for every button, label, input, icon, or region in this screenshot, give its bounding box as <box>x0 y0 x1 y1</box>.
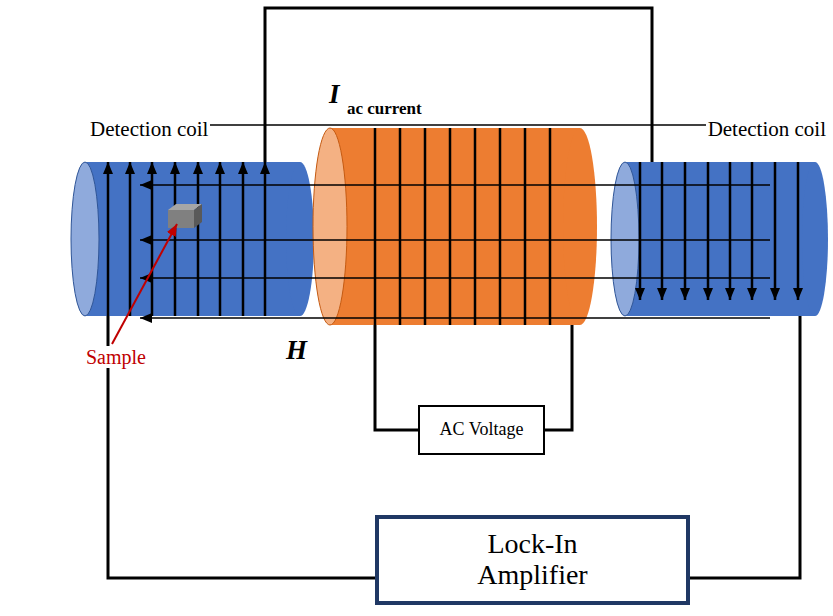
box-text: AC Voltage <box>440 420 524 440</box>
coil-label: Detection coil <box>706 118 828 141</box>
excitation-solenoid <box>313 128 597 325</box>
source-box: AC Voltage <box>418 405 545 455</box>
current-symbol: I <box>329 80 340 110</box>
sample-label: Sample <box>84 346 148 368</box>
sample-pointer <box>112 224 177 344</box>
field-lines <box>140 125 770 318</box>
coil-windings <box>108 128 798 325</box>
instrument-box: Lock-In Amplifier <box>375 515 690 605</box>
field-symbol: H <box>286 336 307 366</box>
sample-block <box>168 204 202 228</box>
coil-label: Detection coil <box>88 118 210 141</box>
current-subscript: ac current <box>345 100 424 119</box>
box-text: Lock-In Amplifier <box>458 529 608 591</box>
